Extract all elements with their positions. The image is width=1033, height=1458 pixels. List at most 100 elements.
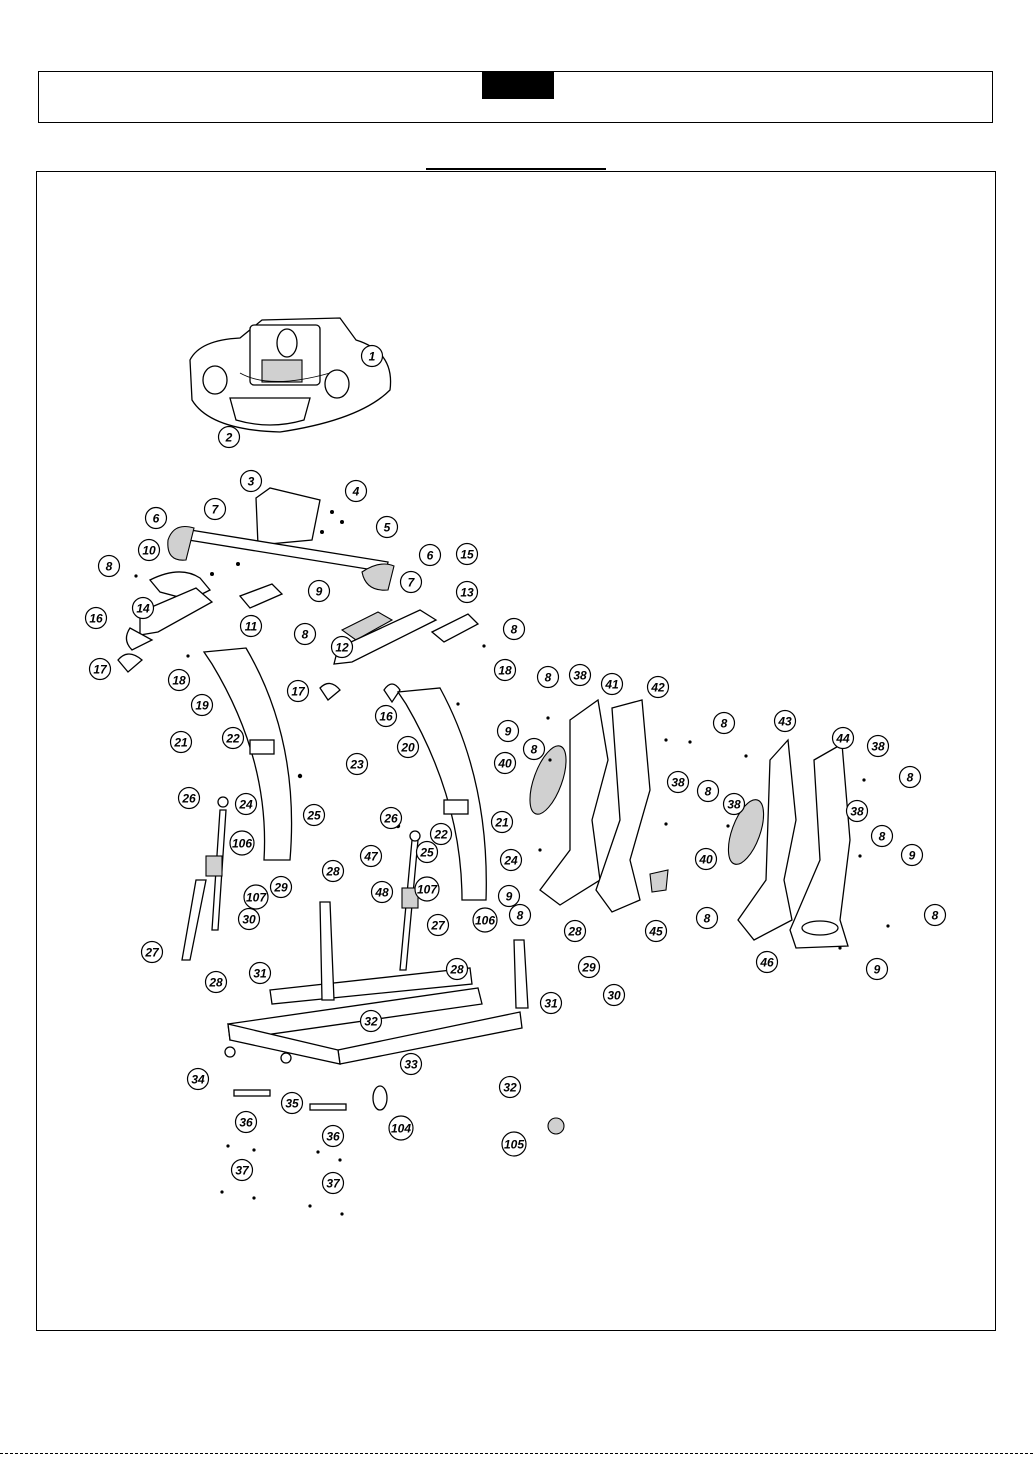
callout-label: 47 [363,850,379,864]
callout-26: 26 [179,788,200,809]
callout-label: 22 [225,732,240,746]
callout-35: 35 [282,1093,303,1114]
callout-label: 8 [879,830,886,844]
callout-label: 29 [273,881,288,895]
callout-33: 33 [401,1054,422,1075]
callout-8: 8 [504,619,525,640]
callout-label: 19 [195,699,209,713]
callout-label: 41 [604,678,619,692]
page-bottom-rule [0,1453,1033,1454]
callout-label: 38 [671,776,685,790]
callout-label: 25 [419,846,434,860]
callout-9: 9 [498,721,519,742]
callout-label: 38 [573,669,587,683]
callout-label: 26 [181,792,196,806]
callout-label: 18 [172,674,186,688]
callout-label: 36 [239,1116,253,1130]
callout-label: 48 [374,886,389,900]
callout-107: 107 [415,877,439,901]
callout-label: 14 [136,602,150,616]
callout-8: 8 [510,905,531,926]
callout-label: 28 [449,963,464,977]
callout-34: 34 [188,1069,209,1090]
callout-44: 44 [833,728,854,749]
callout-label: 22 [433,828,448,842]
callout-8: 8 [524,739,545,760]
callout-label: 8 [106,560,113,574]
callout-25: 25 [304,805,325,826]
callout-label: 45 [648,925,663,939]
callout-label: 31 [253,967,267,981]
callout-label: 5 [384,521,391,535]
callout-label: 27 [430,919,446,933]
callout-label: 29 [581,961,596,975]
callout-label: 8 [511,623,518,637]
callout-42: 42 [648,677,669,698]
callout-label: 13 [460,586,474,600]
callout-36: 36 [236,1112,257,1133]
callout-24: 24 [236,794,257,815]
callout-label: 9 [506,890,513,904]
callout-43: 43 [775,711,796,732]
callout-18: 18 [495,660,516,681]
callout-label: 32 [364,1015,378,1029]
callout-label: 16 [379,710,393,724]
callout-label: 44 [835,732,850,746]
callout-31: 31 [541,993,562,1014]
callout-label: 38 [850,805,864,819]
callout-38: 38 [570,665,591,686]
callout-107: 107 [244,885,268,909]
callout-23: 23 [347,754,368,775]
callout-9: 9 [902,845,923,866]
callout-label: 8 [517,909,524,923]
callout-label: 8 [545,671,552,685]
console-assembly [190,318,391,432]
callout-7: 7 [205,499,226,520]
callout-label: 4 [352,485,360,499]
callout-label: 6 [427,549,434,563]
callout-label: 9 [874,963,881,977]
callout-label: 43 [777,715,792,729]
callout-16: 16 [376,706,397,727]
callout-label: 40 [698,853,713,867]
callout-25: 25 [417,842,438,863]
callout-29: 29 [271,877,292,898]
callout-label: 21 [173,736,188,750]
callout-label: 16 [89,612,103,626]
callout-label: 35 [285,1097,299,1111]
callout-6: 6 [146,508,167,529]
callout-label: 11 [245,620,258,634]
callout-label: 28 [567,925,582,939]
callout-label: 2 [225,431,233,445]
callout-37: 37 [232,1160,253,1181]
callout-label: 33 [404,1058,418,1072]
callout-31: 31 [250,963,271,984]
callout-8: 8 [295,624,316,645]
callout-label: 105 [504,1138,524,1152]
callout-label: 9 [316,585,323,599]
callout-40: 40 [696,849,717,870]
callout-104: 104 [389,1116,413,1140]
callout-29: 29 [579,957,600,978]
upright-tubes [204,648,486,900]
callout-label: 34 [191,1073,205,1087]
callout-label: 107 [246,891,267,905]
callout-label: 17 [93,663,108,677]
callout-label: 25 [306,809,321,823]
callout-label: 3 [248,475,255,489]
callout-label: 24 [238,798,253,812]
callout-label: 15 [460,548,474,562]
callout-label: 28 [325,865,340,879]
callout-21: 21 [492,812,513,833]
callout-label: 38 [871,740,885,754]
callout-19: 19 [192,695,213,716]
handlebar-crossbar [168,488,394,590]
callout-label: 8 [907,771,914,785]
callout-label: 30 [242,913,256,927]
callout-label: 36 [326,1130,340,1144]
callout-32: 32 [361,1011,382,1032]
callout-32: 32 [500,1077,521,1098]
callout-28: 28 [565,921,586,942]
callout-106: 106 [473,908,497,932]
